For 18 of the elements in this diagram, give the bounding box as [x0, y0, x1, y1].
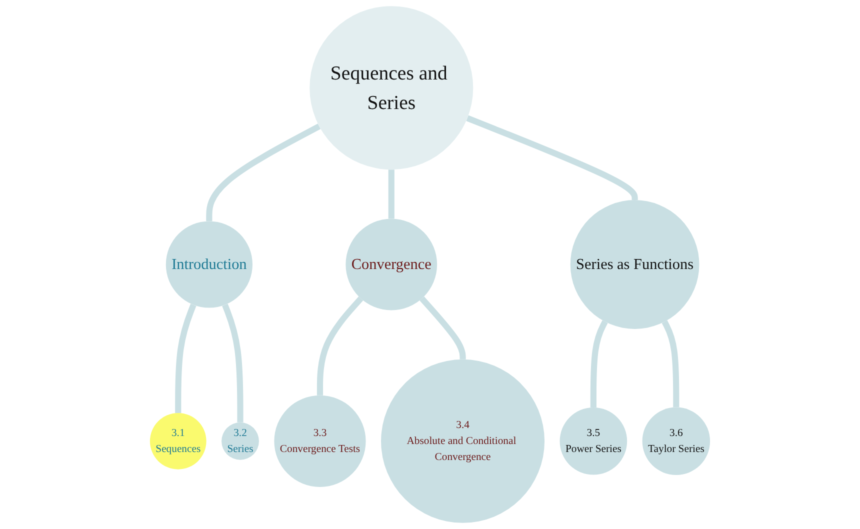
connector — [222, 304, 244, 422]
node-circle: Series as Functions — [570, 200, 700, 329]
node-circle: 3.4 Absolute and Conditional Convergence — [381, 359, 545, 523]
connector — [420, 296, 466, 360]
node-circle: Introduction — [166, 221, 252, 308]
node-circle: 3.5 Power Series — [560, 407, 628, 475]
node-circle: 3.6 Taylor Series — [642, 407, 710, 476]
connector — [590, 320, 608, 408]
connector — [175, 304, 196, 413]
connector — [316, 296, 364, 396]
connector — [662, 320, 680, 408]
node-circle: 3.2 Series — [222, 422, 259, 460]
node-circle: 3.3 Convergence Tests — [274, 395, 366, 487]
node-circle: Sequences and Series — [310, 6, 474, 170]
connector — [206, 124, 321, 222]
node-circle: 3.1 Sequences — [150, 412, 206, 470]
connector — [388, 169, 394, 219]
node-circle: Convergence — [346, 218, 438, 310]
